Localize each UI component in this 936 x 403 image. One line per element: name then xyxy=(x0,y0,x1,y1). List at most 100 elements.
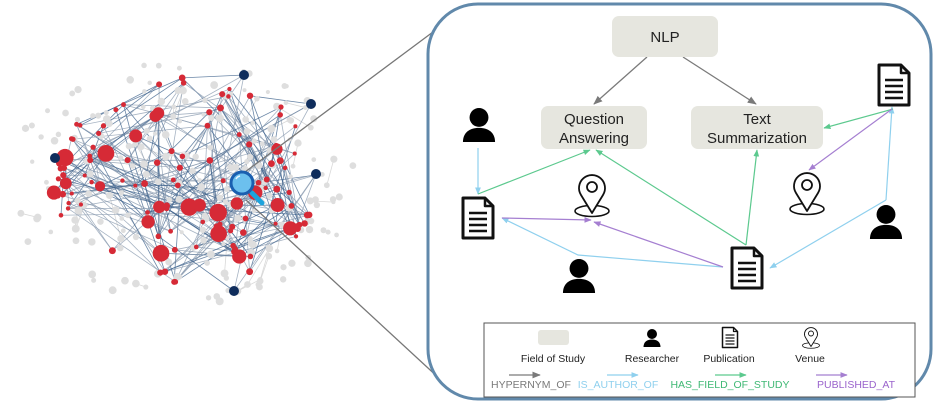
network-edge xyxy=(229,88,278,150)
network-node xyxy=(176,164,183,171)
network-node xyxy=(202,97,208,104)
field-label: NLP xyxy=(650,29,679,46)
network-edge xyxy=(276,106,312,128)
network-edge xyxy=(249,95,268,180)
network-node xyxy=(58,212,64,218)
network-edge xyxy=(54,157,180,169)
network-node xyxy=(331,200,336,205)
network-node xyxy=(193,244,199,250)
network-edge xyxy=(209,103,312,161)
network-node xyxy=(174,86,182,95)
network-node xyxy=(278,104,284,110)
network-node xyxy=(156,81,163,88)
network-edge xyxy=(238,134,251,272)
network-edge xyxy=(285,102,306,108)
network-node xyxy=(216,194,224,202)
network-edge xyxy=(188,106,282,208)
network-node xyxy=(239,70,249,80)
network-node xyxy=(145,210,150,215)
publication-node-document-icon[interactable] xyxy=(730,246,764,290)
network-node xyxy=(21,124,30,132)
network-edge xyxy=(182,74,245,79)
legend-document-icon xyxy=(721,326,739,349)
network-node xyxy=(161,268,169,275)
network-edge xyxy=(92,147,161,273)
network-node xyxy=(181,98,189,105)
legend-rel-hypernym: HYPERNYM_OF xyxy=(491,379,571,391)
network-node xyxy=(313,201,321,209)
network-node xyxy=(265,252,273,260)
network-node xyxy=(206,250,215,259)
network-node xyxy=(227,164,233,170)
network-node xyxy=(215,297,224,306)
network-node xyxy=(152,244,170,262)
network-node xyxy=(208,114,215,121)
network-node xyxy=(246,153,254,161)
legend-field-swatch xyxy=(538,330,569,345)
network-node xyxy=(94,181,106,192)
network-node xyxy=(200,219,206,225)
network-edge xyxy=(64,157,149,223)
field-node-nlp[interactable]: NLP xyxy=(612,16,718,57)
network-edge xyxy=(54,157,167,209)
legend-label-field-of-study: Field of Study xyxy=(521,353,586,365)
network-edge xyxy=(72,138,136,186)
network-edge xyxy=(170,144,250,232)
network-node xyxy=(78,202,84,207)
network-node xyxy=(263,176,270,183)
network-edge xyxy=(103,84,160,127)
network-node xyxy=(255,162,263,170)
network-node xyxy=(74,197,81,204)
network-node xyxy=(177,119,183,124)
network-node xyxy=(276,157,284,165)
network-edge xyxy=(134,185,197,248)
network-node xyxy=(209,203,227,222)
network-node xyxy=(198,183,205,191)
publication-node-document-icon[interactable] xyxy=(461,196,495,240)
network-node xyxy=(95,112,102,119)
network-node xyxy=(325,229,331,235)
network-node xyxy=(173,272,182,281)
network-node xyxy=(330,155,338,163)
network-edge xyxy=(68,185,101,204)
network-node xyxy=(117,235,125,243)
network-edge xyxy=(62,174,161,273)
network-node xyxy=(219,91,226,98)
network-node xyxy=(259,141,265,147)
network-node xyxy=(89,179,94,185)
zoom-connector-bottom xyxy=(245,199,442,381)
network-node xyxy=(319,172,325,177)
magnifier-icon[interactable] xyxy=(229,170,265,206)
legend-label-researcher: Researcher xyxy=(625,353,680,365)
network-node xyxy=(270,198,285,213)
network-node xyxy=(120,228,126,234)
network-node xyxy=(246,92,254,100)
network-node xyxy=(306,99,316,109)
network-node xyxy=(247,235,253,242)
network-node xyxy=(87,153,93,159)
network-edge xyxy=(182,125,208,157)
network-node xyxy=(266,192,273,199)
network-node xyxy=(222,199,229,205)
network-node xyxy=(69,191,74,196)
network-node xyxy=(243,127,251,135)
network-node xyxy=(74,121,79,127)
network-node xyxy=(129,163,136,169)
network-edge xyxy=(247,248,270,285)
network-node xyxy=(279,276,287,283)
publication-node-document-icon[interactable] xyxy=(877,63,911,107)
edge-field-p2-qa xyxy=(595,149,747,246)
network-node xyxy=(62,109,69,117)
network-node xyxy=(97,144,115,162)
network-node xyxy=(283,221,298,236)
field-node-question-answering[interactable]: Question Answering xyxy=(541,106,647,149)
network-node xyxy=(246,268,254,276)
network-node xyxy=(111,206,120,214)
network-node xyxy=(45,108,51,114)
network-node xyxy=(161,130,170,139)
network-node xyxy=(118,155,124,161)
network-node xyxy=(335,193,343,201)
field-label-line2: Summarization xyxy=(707,130,807,147)
field-node-text-summarization[interactable]: Text Summarization xyxy=(691,106,823,149)
